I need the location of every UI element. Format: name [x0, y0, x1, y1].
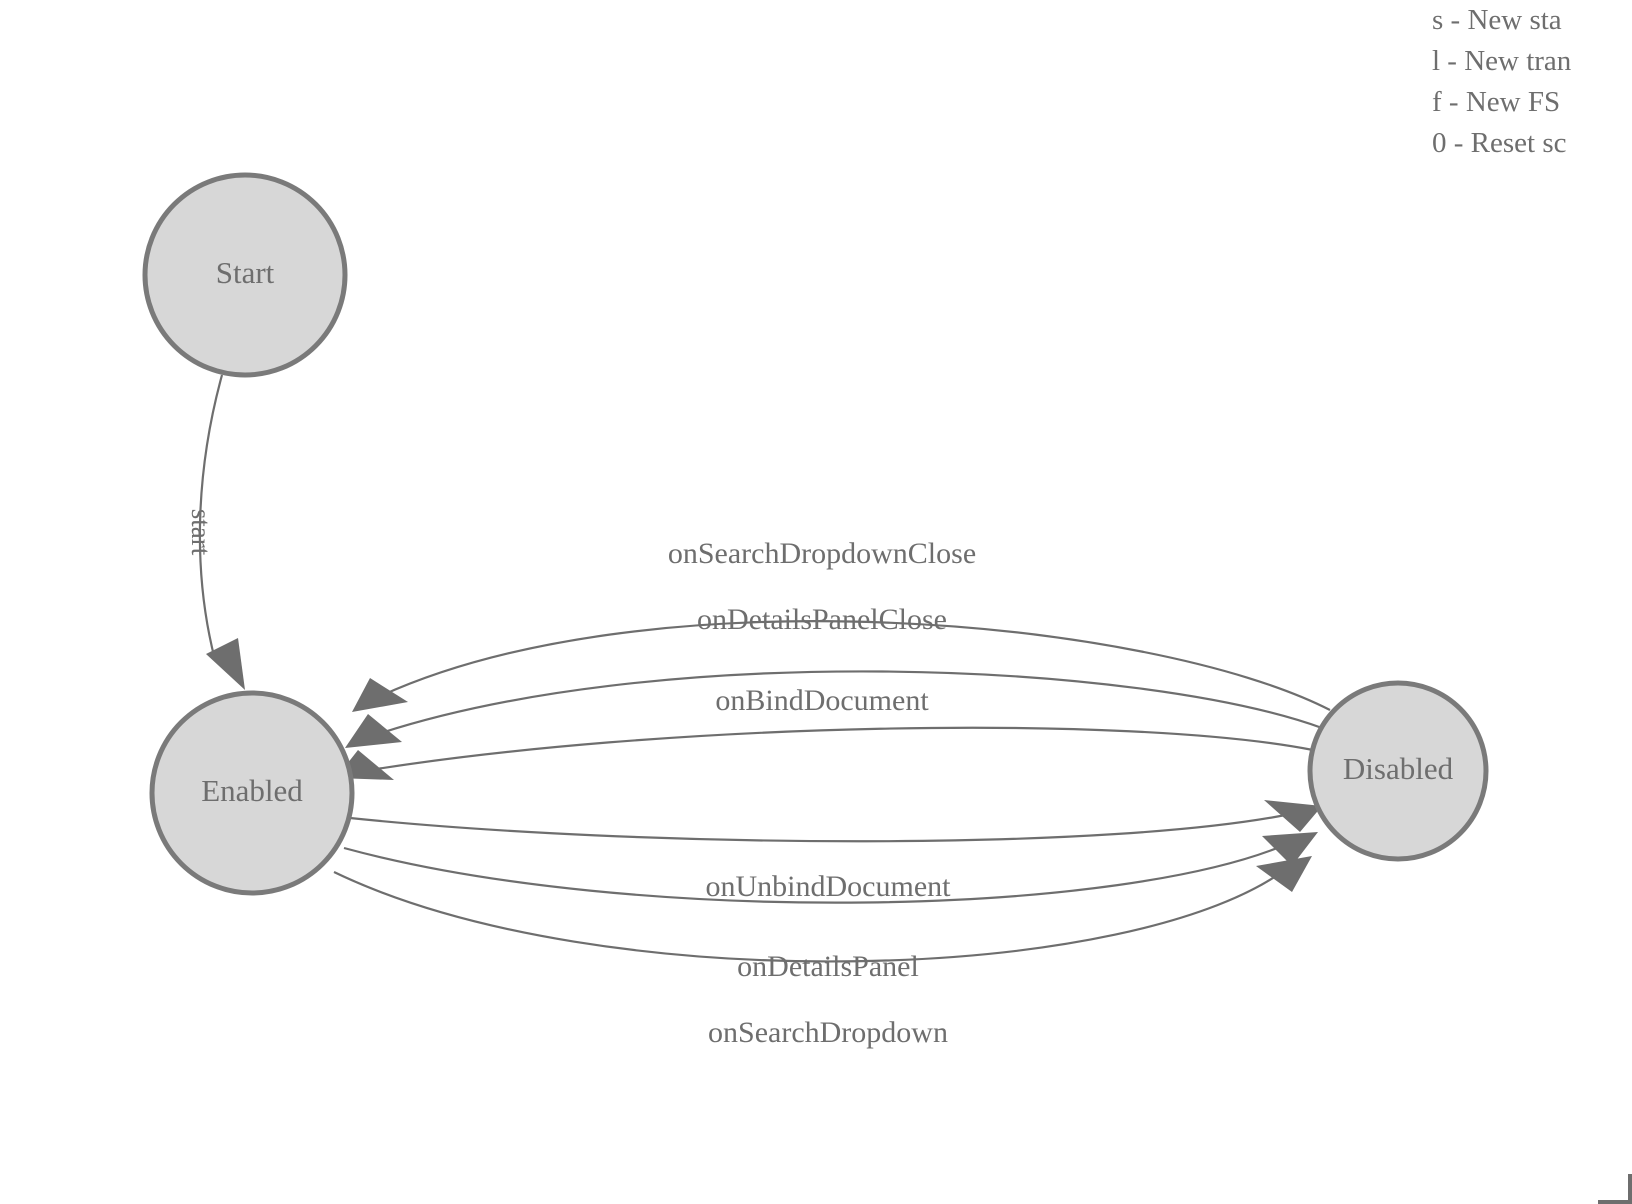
- transition-enabled-to-disabled-onunbinddocument[interactable]: [349, 800, 1322, 843]
- transition-enabled-to-disabled-onsearchdropdown[interactable]: [333, 856, 1312, 963]
- legend-item-new-state: s - New sta: [1432, 4, 1562, 36]
- node-enabled-label: Enabled: [201, 773, 303, 808]
- node-enabled-circle[interactable]: [149, 690, 355, 896]
- transition-obd-path: [357, 726, 1314, 774]
- edge-label-ondetailspanel: onDetailsPanel: [737, 950, 919, 983]
- transition-enabled-to-disabled-ondetailspanel[interactable]: [343, 832, 1318, 904]
- transition-start-to-enabled-path: [198, 374, 224, 661]
- node-start[interactable]: Start: [142, 172, 348, 378]
- transition-start-to-enabled[interactable]: [198, 374, 245, 690]
- transition-disabled-to-enabled-onbinddocument[interactable]: [336, 726, 1314, 780]
- transition-odp-path: [343, 839, 1297, 904]
- edge-label-onsearchdropdownclose: onSearchDropdownClose: [668, 537, 976, 570]
- transition-disabled-to-enabled-ondetailspanelclose[interactable]: [345, 670, 1323, 748]
- edge-label-start: start: [186, 509, 216, 556]
- node-enabled[interactable]: Enabled: [149, 690, 355, 896]
- transition-osdc-arrowhead: [352, 678, 408, 712]
- edge-label-onunbinddocument: onUnbindDocument: [706, 870, 952, 903]
- transition-oud-arrowhead: [1264, 800, 1322, 832]
- keyboard-shortcut-legend: s - New sta l - New tran f - New FS 0 - …: [1432, 0, 1632, 164]
- transition-odpc-arrowhead: [345, 714, 402, 748]
- resize-handle-corner[interactable]: [1598, 1174, 1632, 1204]
- transition-odp-arrowhead: [1262, 832, 1318, 866]
- transition-oud-path: [349, 810, 1301, 843]
- edge-label-onsearchdropdown: onSearchDropdown: [708, 1016, 948, 1049]
- node-disabled[interactable]: Disabled: [1307, 680, 1489, 862]
- edge-label-onbinddocument: onBindDocument: [715, 684, 929, 717]
- legend-item-new-transition: l - New tran: [1432, 45, 1572, 77]
- node-disabled-label: Disabled: [1343, 751, 1454, 786]
- transition-odpc-path: [365, 670, 1323, 740]
- resize-handle-horizontal-bar: [1598, 1200, 1632, 1204]
- transition-start-to-enabled-arrowhead: [206, 638, 245, 690]
- node-disabled-circle[interactable]: [1307, 680, 1489, 862]
- transition-disabled-to-enabled-onsearchdropdownclose[interactable]: [352, 620, 1331, 712]
- resize-handle-vertical-bar: [1628, 1174, 1632, 1204]
- node-start-label: Start: [216, 255, 275, 290]
- transition-osd-arrowhead: [1256, 856, 1312, 892]
- legend-item-new-fsm: f - New FS: [1432, 86, 1561, 118]
- transition-osdc-path: [371, 620, 1331, 711]
- node-start-circle[interactable]: [142, 172, 348, 378]
- edge-label-ondetailspanelclose: onDetailsPanelClose: [697, 603, 947, 636]
- legend-item-reset-scale: 0 - Reset sc: [1432, 127, 1567, 159]
- transition-osd-path: [333, 865, 1291, 963]
